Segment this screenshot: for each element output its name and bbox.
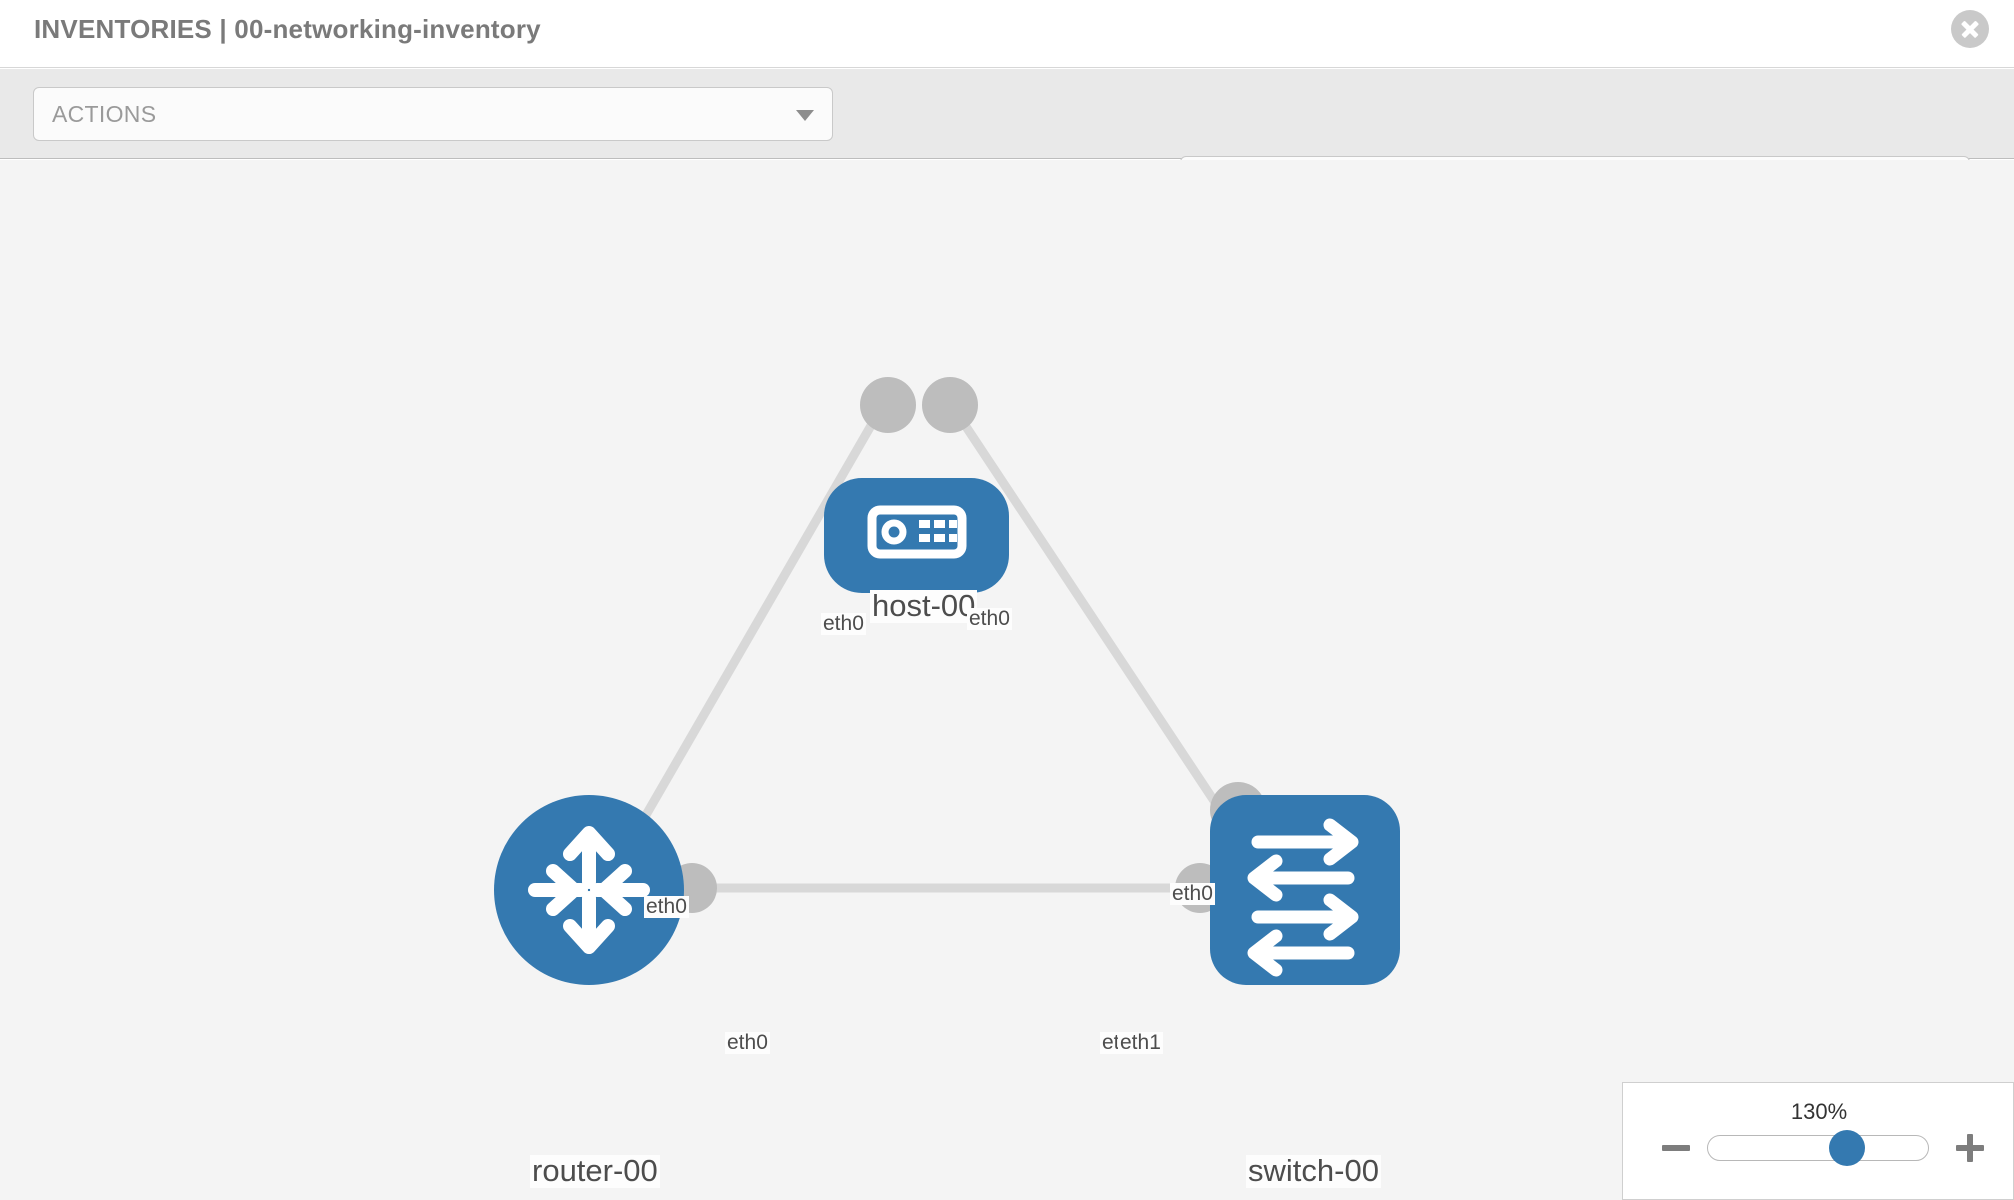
actions-dropdown[interactable]: ACTIONS <box>33 87 833 141</box>
link-host-router[interactable] <box>616 407 884 863</box>
port-host-left[interactable] <box>860 377 916 433</box>
topology-canvas[interactable]: host-00 router-00 switch-00 eth0 eth0 et… <box>0 160 2014 1200</box>
zoom-in-button[interactable] <box>1953 1131 1987 1165</box>
topology-ports <box>667 377 1266 913</box>
actions-dropdown-label: ACTIONS <box>52 101 157 127</box>
minus-icon <box>1662 1145 1690 1151</box>
page-header: INVENTORIES | 00-networking-inventory <box>0 0 2014 68</box>
zoom-out-button[interactable] <box>1659 1131 1693 1165</box>
port-label-switch-up: eth0 <box>1170 882 1215 906</box>
port-label-switch-left-b: eth1 <box>1118 1031 1163 1055</box>
router-icon <box>528 826 650 954</box>
node-label-router-00: router-00 <box>530 1153 660 1188</box>
port-label-router-right: eth0 <box>725 1031 770 1055</box>
zoom-level-value: 130% <box>1790 1099 1848 1124</box>
toolbar: ACTIONS <box>0 69 2014 210</box>
server-icon <box>867 505 967 559</box>
node-label-switch-00: switch-00 <box>1246 1153 1381 1188</box>
topology-svg <box>494 377 1400 985</box>
topology-links <box>616 407 1244 893</box>
chevron-down-icon <box>796 110 814 121</box>
node-label-host-00: host-00 <box>870 588 978 623</box>
switch-icon <box>1247 818 1359 977</box>
port-label-host-right: eth0 <box>967 607 1012 631</box>
zoom-slider-track[interactable] <box>1707 1135 1929 1161</box>
node-host-00[interactable] <box>824 478 1009 593</box>
close-icon[interactable] <box>1951 10 1989 48</box>
zoom-slider-thumb[interactable] <box>1829 1130 1865 1166</box>
plus-icon-vertical <box>1967 1134 1973 1162</box>
port-label-host-left: eth0 <box>821 612 866 636</box>
port-host-right[interactable] <box>922 377 978 433</box>
link-host-switch[interactable] <box>951 407 1244 843</box>
page-title: INVENTORIES | 00-networking-inventory <box>34 14 541 44</box>
node-router-00[interactable] <box>494 795 684 985</box>
zoom-control-panel: 130% <box>1622 1082 2014 1200</box>
node-switch-00[interactable] <box>1210 795 1400 985</box>
port-label-router-up: eth0 <box>644 895 689 919</box>
